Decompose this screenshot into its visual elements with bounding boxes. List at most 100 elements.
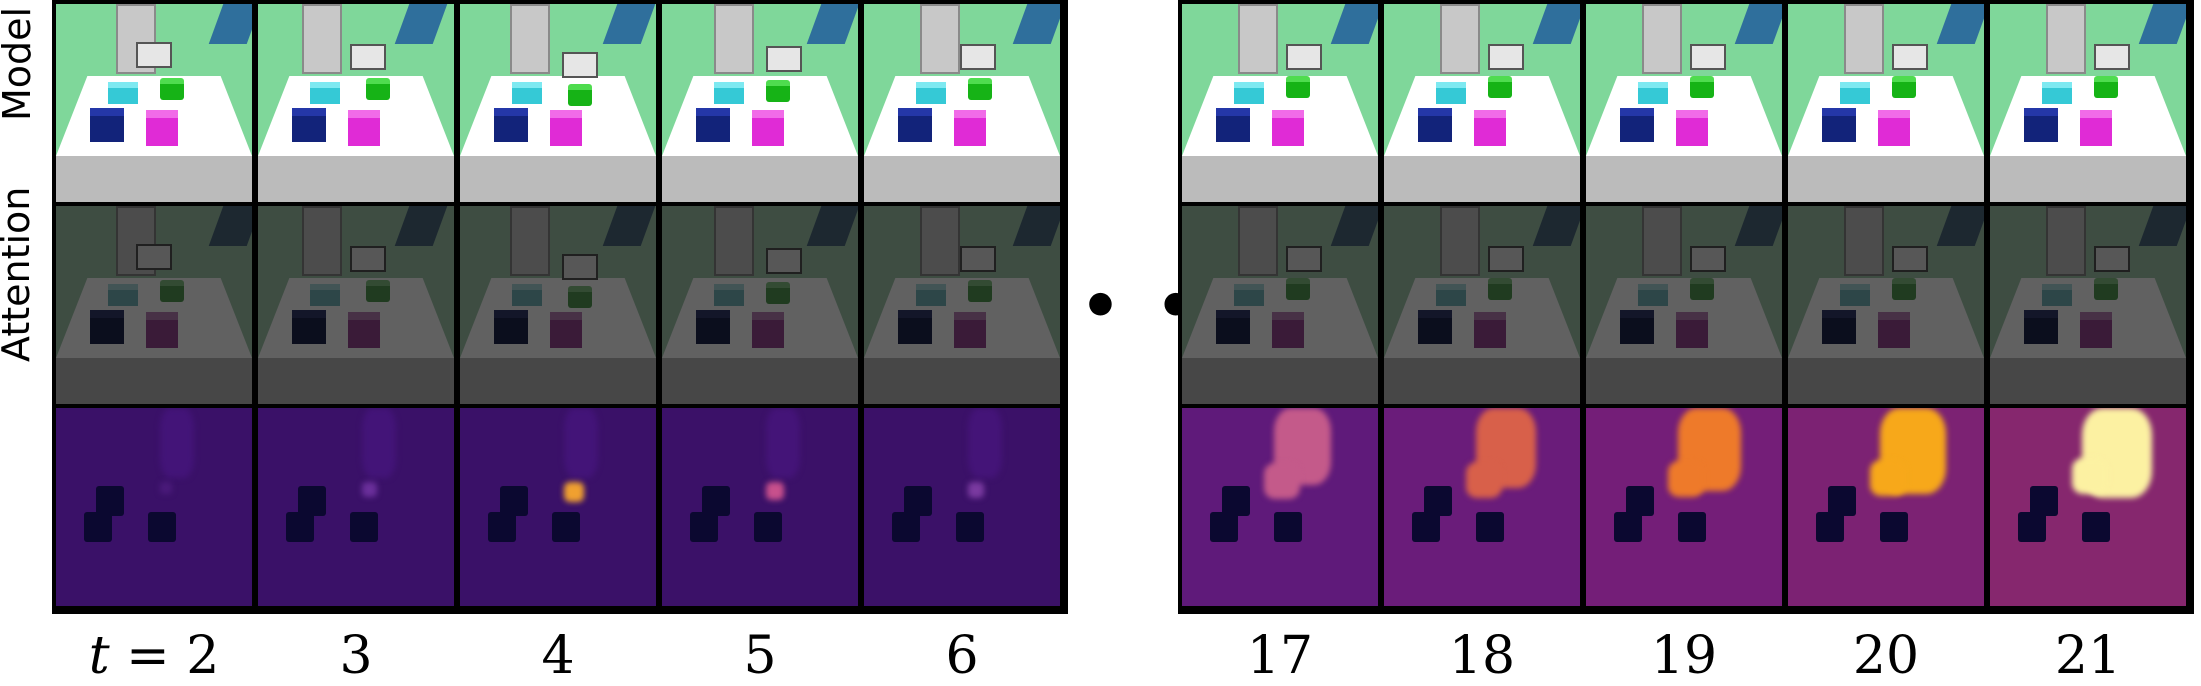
green-cube [160, 280, 184, 302]
scene [258, 206, 454, 404]
attention-overlay-frame [662, 206, 858, 404]
gripper [1488, 44, 1524, 70]
model-frame [460, 4, 656, 202]
attention-arm-region [968, 408, 1002, 478]
attention-object-region [1264, 462, 1300, 499]
green-cube [1488, 76, 1512, 98]
gripper [2094, 44, 2130, 70]
model-frame [1586, 4, 1782, 202]
attention-heatmap [1182, 408, 1378, 606]
model-frame [864, 4, 1060, 202]
green-cube [1892, 278, 1916, 300]
timestep-label: 19 [1650, 626, 1718, 686]
cyan-cube [1840, 82, 1870, 104]
attention-heatmap [1788, 408, 1984, 606]
magenta-cube [1878, 312, 1910, 348]
navy-cube [1620, 310, 1654, 344]
attention-overlay-frame [864, 206, 1060, 404]
heatmap-cube-shadow [1678, 512, 1706, 542]
cyan-cube [512, 284, 542, 306]
green-cube [968, 78, 992, 100]
magenta-cube [752, 110, 784, 146]
magenta-cube [550, 312, 582, 348]
attention-heatmap [56, 408, 252, 606]
attention-arm-region [160, 408, 194, 478]
navy-cube [1216, 108, 1250, 142]
scene [1182, 206, 1378, 404]
magenta-cube [954, 110, 986, 146]
navy-cube [494, 310, 528, 344]
navy-cube [1822, 310, 1856, 344]
green-cube [2094, 76, 2118, 98]
attention-heatmap-frame [1182, 408, 1378, 606]
table-front [1990, 358, 2186, 404]
heatmap-cube-shadow [690, 512, 718, 542]
model-frame [1990, 4, 2186, 202]
attention-overlay-frame [1384, 206, 1580, 404]
attention-overlay-frame [56, 206, 252, 404]
green-cube [1488, 278, 1512, 300]
heatmap-cube-shadow [1274, 512, 1302, 542]
heatmap-cube-shadow [2082, 512, 2110, 542]
heatmap-cube-shadow [488, 512, 516, 542]
green-cube [1892, 76, 1916, 98]
attention-object-region [2072, 458, 2108, 494]
scene [56, 206, 252, 404]
scene [864, 206, 1060, 404]
attention-overlay-frame [460, 206, 656, 404]
navy-cube [292, 310, 326, 344]
table-front [1182, 156, 1378, 202]
navy-cube [292, 108, 326, 142]
scene [56, 4, 252, 202]
timestep-label: 17 [1246, 626, 1314, 686]
scene [460, 206, 656, 404]
scene [1182, 4, 1378, 202]
table-front [1586, 156, 1782, 202]
robot-arm [302, 206, 342, 276]
table-front [1182, 358, 1378, 404]
green-cube [766, 80, 790, 102]
robot-arm [1238, 4, 1278, 74]
magenta-cube [1676, 110, 1708, 146]
cyan-cube [1234, 284, 1264, 306]
cyan-cube [916, 82, 946, 104]
cyan-cube [1436, 82, 1466, 104]
cyan-cube [108, 82, 138, 104]
navy-cube [696, 310, 730, 344]
scene [662, 4, 858, 202]
gripper [1892, 246, 1928, 272]
scene [1990, 4, 2186, 202]
attention-object-region [160, 482, 172, 494]
gripper [1286, 246, 1322, 272]
navy-cube [2024, 310, 2058, 344]
green-cube [366, 280, 390, 302]
cyan-cube [1638, 284, 1668, 306]
magenta-cube [1474, 312, 1506, 348]
time-variable: t = [88, 626, 170, 686]
scene [1384, 4, 1580, 202]
gripper [350, 44, 386, 70]
table-front [1990, 156, 2186, 202]
model-frame [1788, 4, 1984, 202]
model-frame [56, 4, 252, 202]
gripper [136, 244, 172, 270]
table-front [864, 156, 1060, 202]
heatmap-cube-shadow [702, 486, 730, 516]
gripper [766, 248, 802, 274]
cyan-cube [916, 284, 946, 306]
robot-arm [1238, 206, 1278, 276]
attention-object-region [766, 482, 784, 500]
scene [662, 206, 858, 404]
green-cube [1690, 278, 1714, 300]
magenta-cube [1272, 110, 1304, 146]
green-cube [1286, 278, 1310, 300]
navy-cube [898, 108, 932, 142]
navy-cube [90, 108, 124, 142]
attention-heatmap [258, 408, 454, 606]
attention-object-region [362, 482, 377, 497]
gripper [960, 246, 996, 272]
robot-arm [714, 4, 754, 74]
heatmap-cube-shadow [552, 512, 580, 542]
green-cube [160, 78, 184, 100]
magenta-cube [146, 312, 178, 348]
